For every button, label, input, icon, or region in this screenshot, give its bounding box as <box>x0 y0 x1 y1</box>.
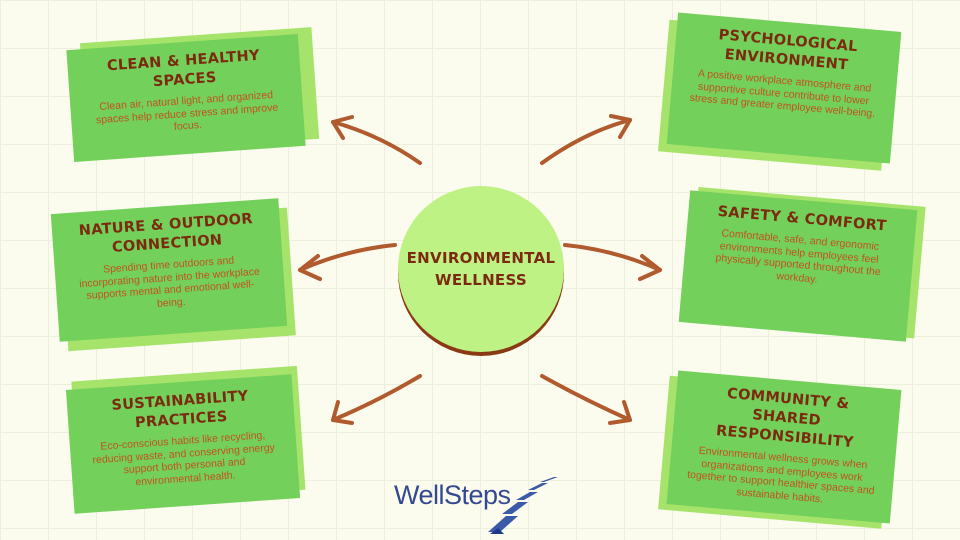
arrow-to-sustainability <box>331 374 422 422</box>
arrowhead-nature <box>298 254 322 281</box>
arrow-to-psychological <box>540 118 632 165</box>
logo-text: WellSteps <box>394 480 511 510</box>
card-description: Spending time outdoors and incorporating… <box>78 254 261 310</box>
arrowhead-sustainability <box>331 400 354 425</box>
arrowhead-community <box>608 400 632 425</box>
card-description: Clean air, natural light, and organized … <box>95 88 279 133</box>
card-safety-comfort: SAFETY & COMFORT Comfortable, safe, and … <box>678 187 926 342</box>
wellsteps-logo: WellSteps <box>394 472 574 536</box>
arrow-to-community <box>540 374 632 422</box>
card-description: Comfortable, safe, and ergonomic environ… <box>714 227 882 286</box>
arrow-to-safety <box>563 243 662 272</box>
arrowhead-clean-spaces <box>331 115 354 140</box>
card-description: Environmental wellness grows when organi… <box>686 444 876 506</box>
arrowhead-safety <box>638 254 662 281</box>
card-description: Eco-conscious habits like recycling, red… <box>92 429 276 488</box>
steps-logo-icon <box>488 477 558 534</box>
arrow-to-clean-spaces <box>331 120 422 165</box>
arrow-to-nature <box>298 243 397 272</box>
arrowhead-psychological <box>609 114 632 139</box>
